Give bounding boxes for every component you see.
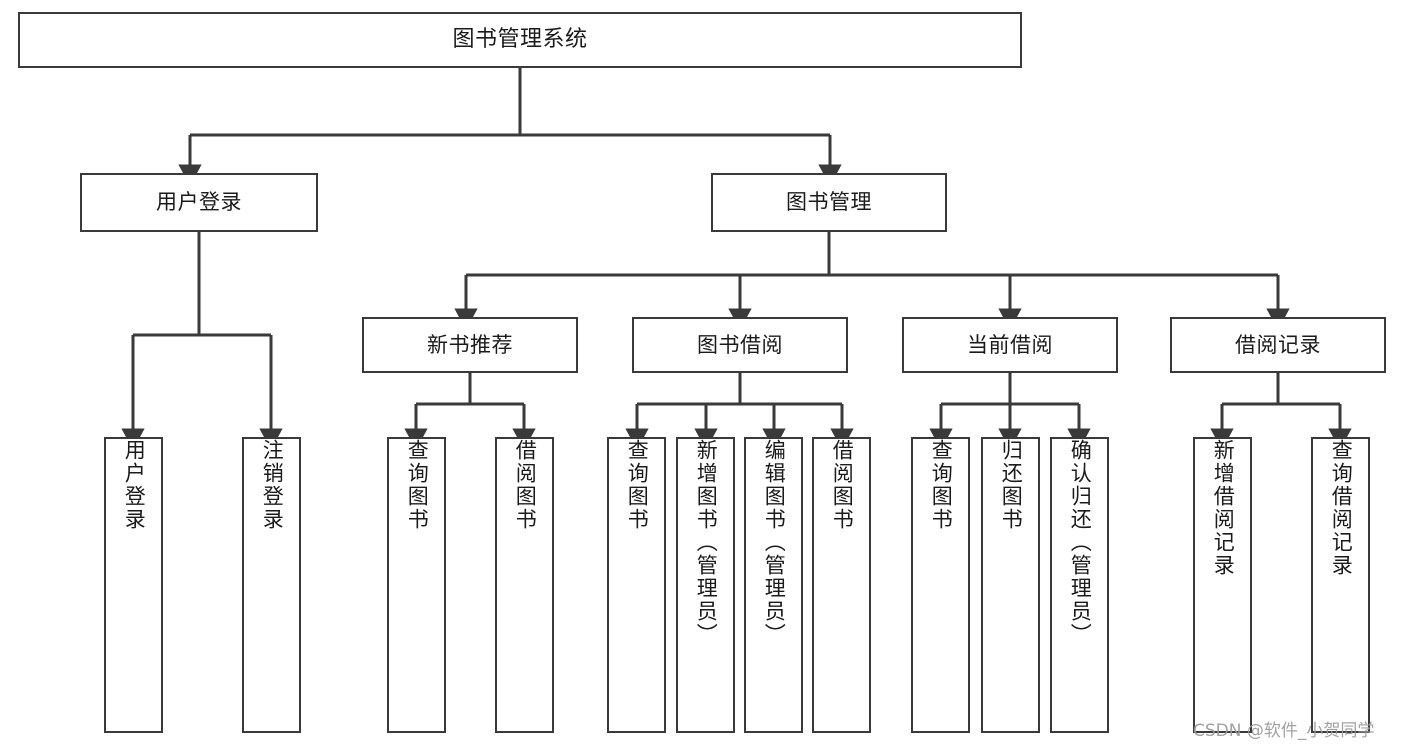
node-new-book-recommend[interactable]: 新书推荐 [362, 317, 578, 373]
leaf-current-borrow-confirm[interactable]: 确认归还（管理员） [1050, 437, 1109, 733]
leaf-label: 借阅图书 [513, 439, 538, 531]
node-book-borrow[interactable]: 图书借阅 [632, 317, 848, 373]
leaf-user-login-login[interactable]: 用户登录 [104, 437, 163, 733]
node-book-borrow-label: 图书借阅 [697, 332, 783, 357]
node-new-book-recommend-label: 新书推荐 [427, 332, 513, 357]
node-root-label: 图书管理系统 [452, 27, 588, 53]
leaf-label: 查询图书 [625, 439, 650, 531]
leaf-label: 新增借阅记录 [1211, 439, 1236, 577]
leaf-label: 注销登录 [260, 439, 285, 531]
node-current-borrow-label: 当前借阅 [967, 332, 1053, 357]
node-book-management-label: 图书管理 [786, 190, 872, 215]
leaf-borrow-record-add[interactable]: 新增借阅记录 [1193, 437, 1252, 733]
leaf-label: 新增图书（管理员） [694, 439, 719, 646]
leaf-new-book-borrow[interactable]: 借阅图书 [495, 437, 554, 733]
leaf-borrow-record-query[interactable]: 查询借阅记录 [1311, 437, 1370, 733]
leaf-label: 归还图书 [999, 439, 1024, 531]
leaf-book-borrow-edit[interactable]: 编辑图书（管理员） [744, 437, 803, 733]
node-user-login[interactable]: 用户登录 [80, 173, 318, 232]
node-user-login-label: 用户登录 [156, 190, 242, 215]
node-root[interactable]: 图书管理系统 [18, 12, 1022, 68]
leaf-book-borrow-query[interactable]: 查询图书 [607, 437, 666, 733]
csdn-watermark: CSDN @软件_小贺同学 [1193, 721, 1375, 741]
node-book-management[interactable]: 图书管理 [711, 173, 947, 232]
node-borrow-record[interactable]: 借阅记录 [1170, 317, 1386, 373]
leaf-label: 借阅图书 [830, 439, 855, 531]
leaf-current-borrow-query[interactable]: 查询图书 [911, 437, 970, 733]
node-borrow-record-label: 借阅记录 [1235, 332, 1321, 357]
leaf-label: 编辑图书（管理员） [762, 439, 787, 646]
leaf-label: 查询借阅记录 [1329, 439, 1354, 577]
leaf-label: 查询图书 [929, 439, 954, 531]
leaf-label: 确认归还（管理员） [1068, 439, 1093, 646]
leaf-book-borrow-borrow[interactable]: 借阅图书 [812, 437, 871, 733]
leaf-new-book-query[interactable]: 查询图书 [387, 437, 446, 733]
node-current-borrow[interactable]: 当前借阅 [902, 317, 1118, 373]
leaf-user-login-logout[interactable]: 注销登录 [242, 437, 301, 733]
leaf-current-borrow-return[interactable]: 归还图书 [981, 437, 1040, 733]
leaf-label: 查询图书 [405, 439, 430, 531]
leaf-label: 用户登录 [122, 439, 147, 531]
leaf-book-borrow-add[interactable]: 新增图书（管理员） [676, 437, 735, 733]
